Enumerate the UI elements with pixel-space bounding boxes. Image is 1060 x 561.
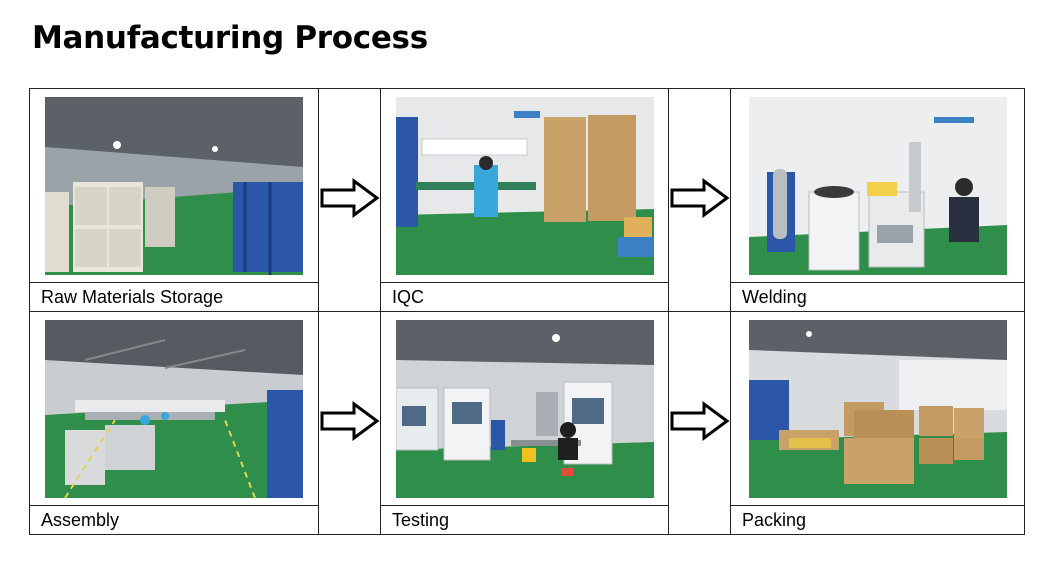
arrow-cell — [318, 88, 381, 312]
photo-row-1 — [29, 88, 1025, 312]
photo-row-2 — [29, 311, 1025, 535]
right-arrow-icon — [670, 400, 730, 441]
step-photo-cell — [380, 311, 669, 506]
testing-photo — [395, 319, 654, 498]
right-arrow-icon — [320, 177, 380, 218]
step-label: Testing — [380, 505, 669, 535]
right-arrow-icon — [320, 400, 380, 441]
process-table: Raw Materials Storage IQC Welding — [29, 88, 1025, 535]
step-label: Assembly — [29, 505, 319, 535]
welding-photo — [748, 96, 1007, 275]
step-label: Welding — [730, 282, 1025, 312]
step-photo-cell — [29, 88, 319, 283]
step-label: Packing — [730, 505, 1025, 535]
step-label: IQC — [380, 282, 669, 312]
step-photo-cell — [380, 88, 669, 283]
arrow-cell — [318, 311, 381, 535]
label-row-1: Raw Materials Storage IQC Welding — [29, 282, 1025, 312]
step-photo-cell — [730, 88, 1025, 283]
page-title: Manufacturing Process — [32, 20, 428, 56]
step-photo-cell — [29, 311, 319, 506]
raw-materials-storage-photo — [45, 96, 303, 275]
right-arrow-icon — [670, 177, 730, 218]
packing-photo — [748, 319, 1007, 498]
arrow-cell — [668, 88, 731, 312]
label-row-2: Assembly Testing Packing — [29, 505, 1025, 535]
step-label: Raw Materials Storage — [29, 282, 319, 312]
arrow-cell — [668, 311, 731, 535]
assembly-photo — [45, 319, 303, 498]
iqc-photo — [395, 96, 654, 275]
step-photo-cell — [730, 311, 1025, 506]
